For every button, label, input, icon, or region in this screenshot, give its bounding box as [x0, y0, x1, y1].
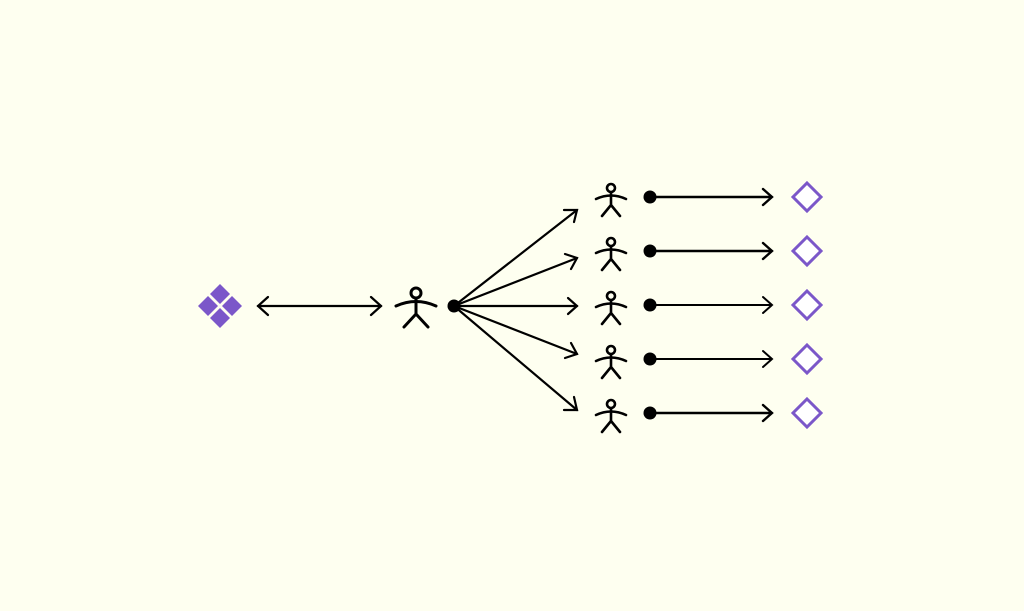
instance-diamond-icon — [790, 234, 824, 268]
receiver-row — [594, 288, 824, 326]
person-icon — [594, 290, 628, 326]
receiver-rows — [594, 180, 824, 434]
instance-diamond-icon — [790, 342, 824, 376]
person-icon — [594, 182, 628, 218]
receiver-row — [594, 396, 824, 434]
receiver-row — [594, 342, 824, 380]
fan-out-arrows — [452, 208, 579, 412]
double-arrow — [256, 295, 383, 317]
person-icon — [594, 344, 628, 380]
person-icon — [394, 286, 438, 329]
instance-diamond-icon — [790, 288, 824, 322]
main-component-icon — [198, 284, 242, 328]
receiver-row — [594, 180, 824, 218]
instance-diamond-icon — [790, 180, 824, 214]
person-icon — [594, 236, 628, 272]
instance-diamond-icon — [790, 396, 824, 430]
receiver-row — [594, 234, 824, 272]
person-icon — [594, 398, 628, 434]
